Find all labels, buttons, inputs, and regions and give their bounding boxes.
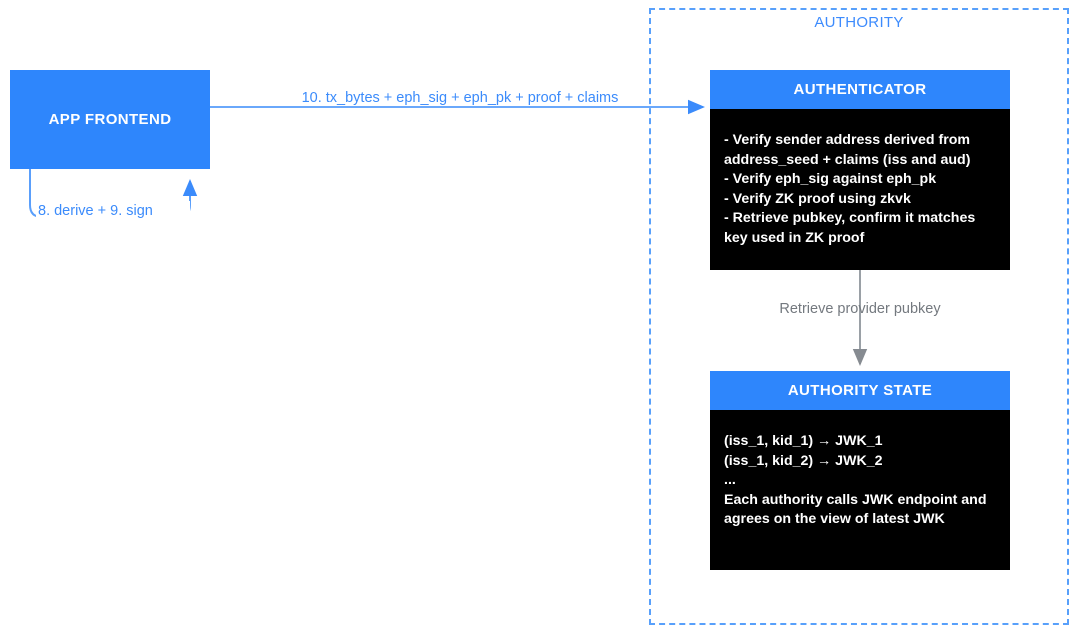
authority-state-header: AUTHORITY STATE [710, 371, 1010, 410]
authority-group-label: AUTHORITY [814, 14, 904, 31]
node-authority-state[interactable]: AUTHORITY STATE (iss_1, kid_1) → JWK_1 (… [710, 371, 1010, 570]
edge-label-frontend-to-authenticator: 10. tx_bytes + eph_sig + eph_pk + proof … [301, 90, 619, 106]
authority-state-body: (iss_1, kid_1) → JWK_1 (iss_1, kid_2) → … [710, 410, 1010, 570]
edge-label-frontend-self-loop: 8. derive + 9. sign [36, 201, 190, 222]
node-app-frontend[interactable]: APP FRONTEND [10, 70, 210, 169]
node-authenticator[interactable]: AUTHENTICATOR - Verify sender address de… [710, 70, 1010, 270]
authenticator-body: - Verify sender address derived from add… [710, 109, 1010, 270]
edge-label-retrieve-provider-pubkey: Retrieve provider pubkey [779, 301, 941, 317]
authenticator-header: AUTHENTICATOR [710, 70, 1010, 109]
authority-group-boundary [649, 8, 1069, 625]
